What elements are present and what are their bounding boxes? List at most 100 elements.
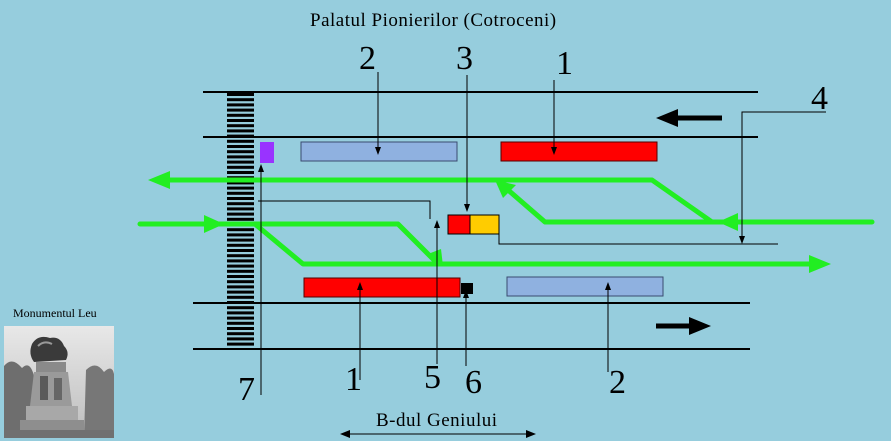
crosswalk-stripe — [227, 280, 254, 284]
tram-red-lower — [303, 277, 461, 298]
crosswalk-stripe — [227, 207, 254, 211]
callout-4: 4 — [811, 80, 828, 117]
crosswalk-stripe — [227, 275, 254, 278]
crosswalk-stripe — [227, 129, 254, 133]
callout-2-top: 2 — [359, 40, 376, 77]
arrowhead-2-top — [375, 147, 381, 155]
crosswalk-stripe — [227, 150, 254, 154]
platform-blue-lower — [506, 276, 664, 297]
crosswalk-stripe — [227, 93, 254, 96]
monument-label: Monumentul Leu — [13, 306, 97, 320]
arrowhead-4 — [739, 236, 745, 244]
signal-box-yellow — [469, 214, 500, 235]
crosswalk-stripe — [227, 217, 254, 221]
tram-red-upper — [500, 141, 658, 162]
crosswalk-stripe — [227, 249, 254, 252]
green-tracks — [137, 177, 875, 267]
callout-7: 7 — [238, 371, 255, 408]
crosswalk-stripe — [227, 264, 254, 268]
signal-black-small — [461, 283, 473, 294]
track-branch-lower — [252, 221, 441, 267]
crosswalk-stripe — [227, 145, 254, 148]
crosswalk-stripe — [227, 119, 254, 122]
crosswalk-stripe — [227, 337, 254, 341]
crosswalk-stripe — [227, 290, 254, 294]
arrowhead-7 — [258, 164, 264, 172]
page-title: Palatul Pionierilor (Cotroceni) — [310, 10, 557, 31]
crosswalk-stripe — [227, 108, 254, 112]
callout-5: 5 — [424, 359, 441, 396]
arrowhead-east — [809, 255, 831, 273]
callout-2-bottom: 2 — [609, 364, 626, 401]
arrowhead-1-bottom — [357, 282, 363, 290]
callout-6: 6 — [465, 364, 482, 401]
arrowhead-mid-right — [718, 213, 738, 231]
traffic-arrow-east-head — [689, 317, 711, 335]
arrowhead-branch-upper — [495, 180, 516, 198]
crosswalk-stripe — [227, 181, 254, 185]
signal-box-red — [447, 214, 471, 235]
road-lines — [193, 91, 758, 350]
crosswalk-stripe — [227, 342, 254, 346]
crosswalk-stripe — [227, 228, 254, 232]
crosswalk-stripe — [227, 186, 254, 190]
crosswalk-stripe — [227, 269, 254, 273]
track-branch-upper — [497, 180, 715, 225]
street-arrow-left — [340, 430, 350, 438]
crosswalk-stripe — [227, 191, 254, 195]
arrowhead-branch-lower — [428, 249, 443, 266]
crosswalk-stripe — [227, 160, 254, 164]
track-eastbound — [137, 221, 815, 267]
leader-4 — [741, 111, 826, 240]
leader-arrowheads — [258, 147, 745, 438]
arrowhead-3 — [464, 204, 470, 212]
crosswalk-stripe — [227, 202, 254, 206]
callout-1-bottom: 1 — [345, 361, 362, 398]
crosswalk-stripe — [227, 243, 254, 247]
leader-lines — [258, 72, 826, 435]
crosswalk-stripe — [227, 259, 254, 263]
leader-yellow — [498, 234, 778, 245]
crosswalk-stripe — [227, 295, 254, 299]
arrowhead-mid-left — [204, 215, 224, 233]
crosswalk-stripe — [227, 197, 254, 200]
crosswalk-stripe — [227, 155, 254, 159]
callout-1-top: 1 — [556, 45, 573, 82]
crosswalk-stripe — [227, 212, 254, 216]
arrowhead-west — [148, 171, 170, 189]
crosswalk-stripe — [227, 134, 254, 138]
crosswalk-stripe — [227, 233, 254, 237]
traffic-arrows — [656, 109, 722, 335]
street-arrow-right — [526, 430, 536, 438]
arrowhead-6 — [463, 290, 469, 298]
callout-3: 3 — [456, 40, 473, 77]
crosswalk-stripe — [227, 124, 254, 128]
crosswalk-stripe — [227, 321, 254, 325]
signal-purple — [260, 142, 274, 163]
crosswalk-stripe — [227, 327, 254, 330]
track-arrowheads — [148, 171, 831, 273]
crosswalk-stripe — [227, 306, 254, 310]
crosswalk-stripe — [227, 332, 254, 336]
crosswalk-stripe — [227, 316, 254, 320]
leader-5-box — [258, 200, 431, 219]
arrowhead-2-bottom — [605, 282, 611, 290]
crosswalk-stripe — [227, 171, 254, 174]
crosswalk-stripe — [227, 254, 254, 258]
crosswalk-stripe — [227, 103, 254, 107]
crosswalk — [227, 93, 254, 346]
street-label: B-dul Geniului — [376, 410, 498, 431]
arrowhead-1-top — [551, 147, 557, 155]
crosswalk-stripe — [227, 285, 254, 289]
track-westbound — [167, 177, 875, 225]
crosswalk-stripe — [227, 301, 254, 304]
crosswalk-stripe — [227, 165, 254, 169]
arrowhead-5 — [434, 220, 440, 228]
crosswalk-stripe — [227, 98, 254, 102]
monument-photo — [4, 326, 114, 438]
crosswalk-stripe — [227, 113, 254, 117]
crosswalk-stripe — [227, 311, 254, 315]
crosswalk-stripe — [227, 139, 254, 143]
crosswalk-stripe — [227, 238, 254, 242]
